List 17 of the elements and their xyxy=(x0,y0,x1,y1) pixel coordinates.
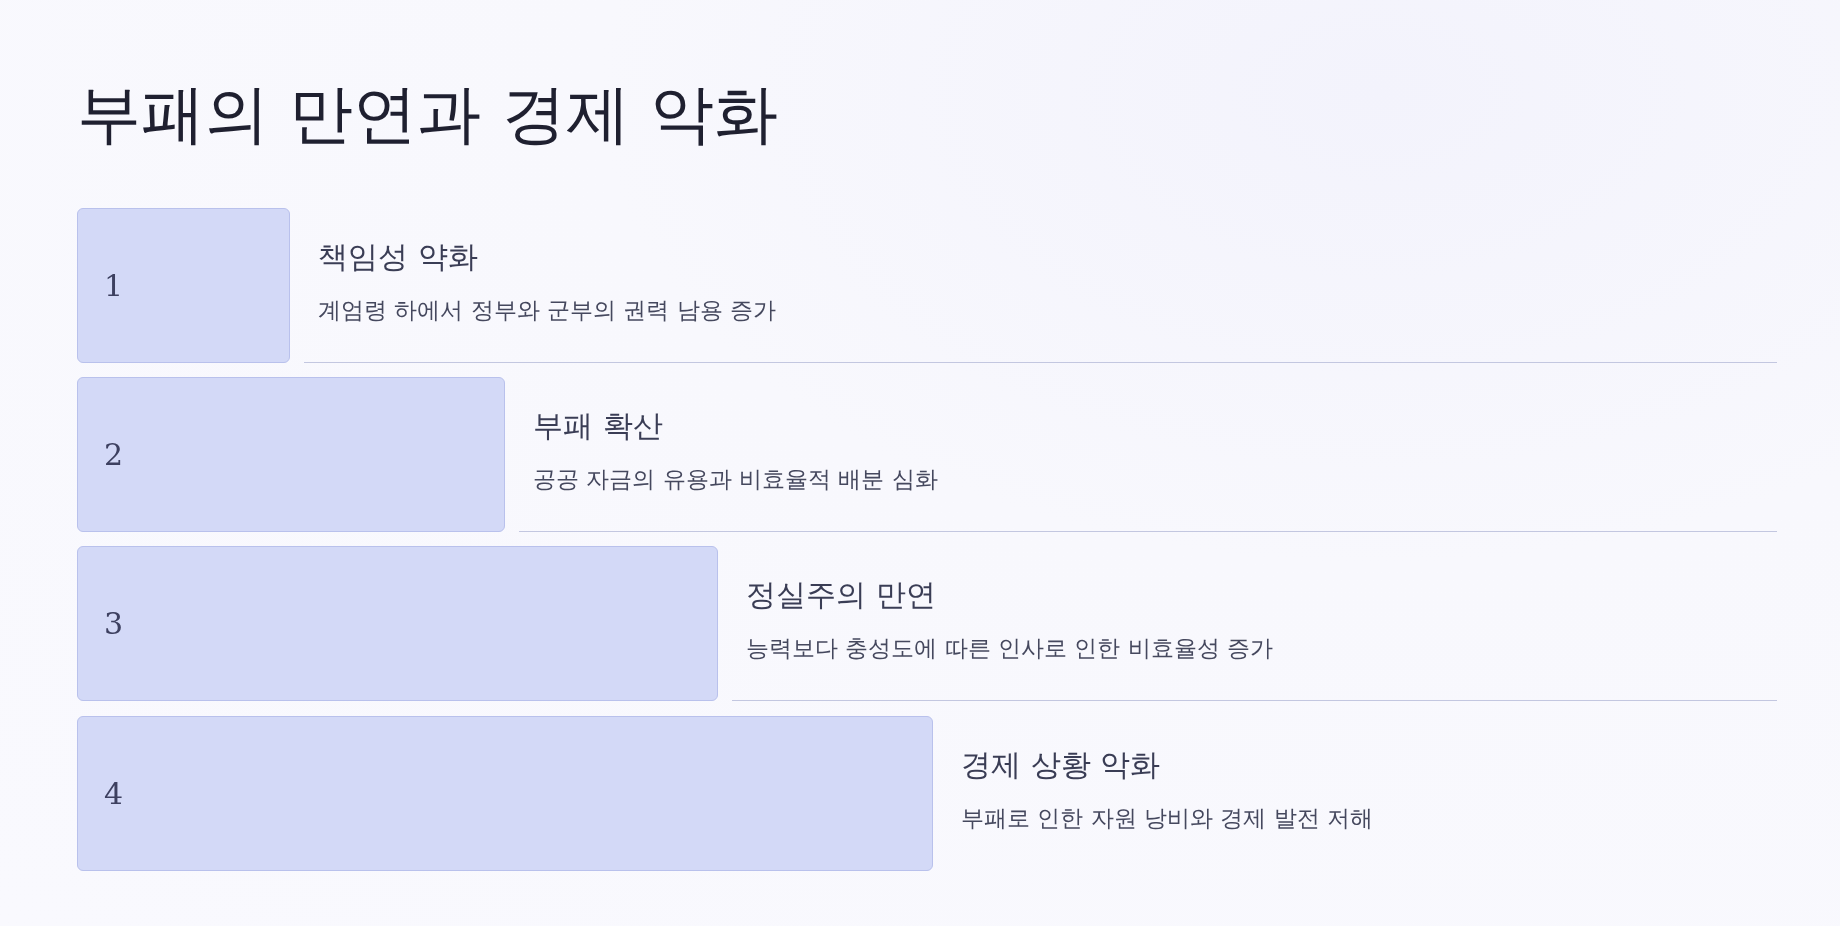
slide-title: 부패의 만연과 경제 악화 xyxy=(77,78,779,150)
step-description: 공공 자금의 유용과 비효율적 배분 심화 xyxy=(533,465,938,494)
step-bar xyxy=(77,377,505,532)
step-number: 1 xyxy=(104,267,124,304)
step-description: 부패로 인한 자원 낭비와 경제 발전 저해 xyxy=(961,804,1373,833)
step-bar xyxy=(77,208,290,363)
step-bar xyxy=(77,546,718,701)
step-bar xyxy=(77,716,933,871)
step-number: 2 xyxy=(104,436,124,473)
step-heading: 부패 확산 xyxy=(533,407,663,445)
step-heading: 정실주의 만연 xyxy=(746,576,936,614)
step-description: 능력보다 충성도에 따른 인사로 인한 비효율성 증가 xyxy=(746,634,1273,663)
step-number: 3 xyxy=(104,605,124,642)
step-description: 계엄령 하에서 정부와 군부의 권력 남용 증가 xyxy=(318,296,776,325)
step-heading: 경제 상황 악화 xyxy=(961,746,1161,784)
step-heading: 책임성 약화 xyxy=(318,238,478,276)
step-number: 4 xyxy=(104,775,124,812)
